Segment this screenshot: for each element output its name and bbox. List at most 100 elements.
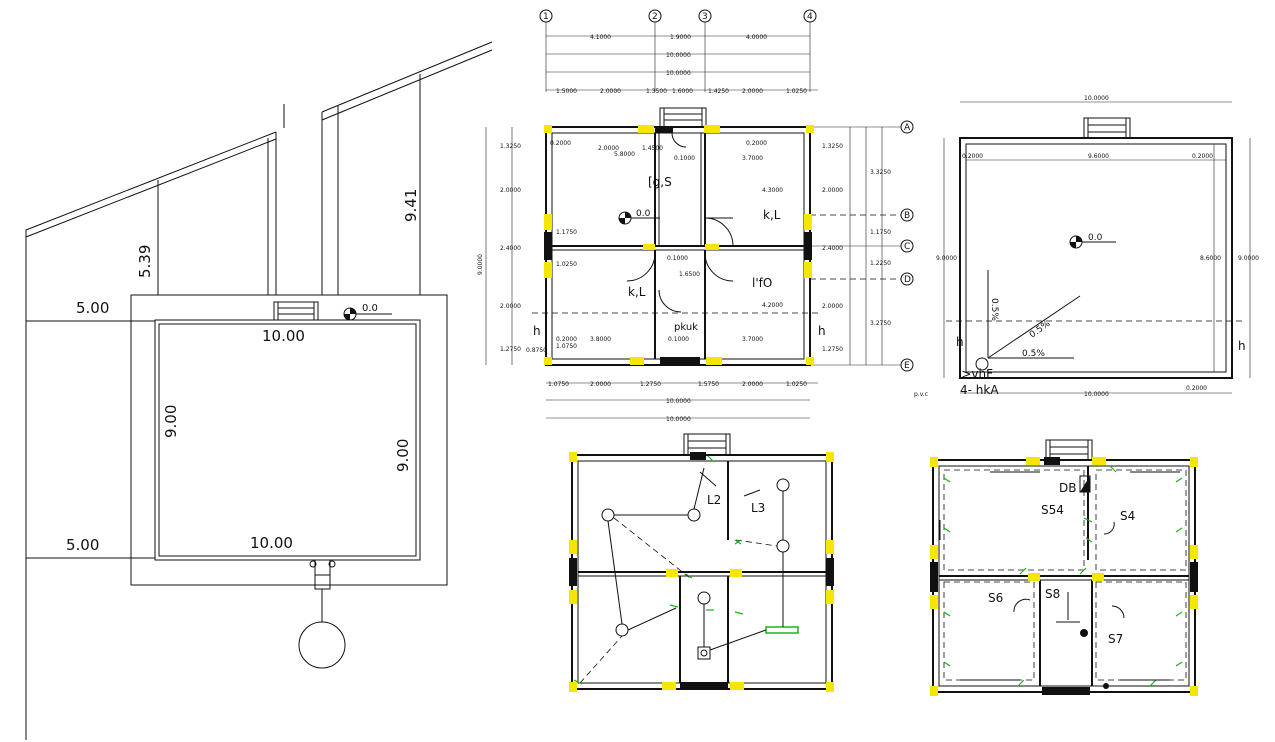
dim-top-3c: 1.3500	[646, 88, 667, 95]
floor-stairs	[659, 107, 707, 128]
door-swing-1	[704, 217, 734, 247]
building-footprint	[154, 319, 421, 561]
plot-outline	[130, 294, 448, 586]
power-label-s4: S4	[1120, 509, 1135, 523]
dim-top-1b: 1.9000	[670, 34, 691, 41]
power-points	[943, 465, 1183, 689]
dim-left-c: 2.4000	[500, 245, 521, 252]
room-label-bedroom-2: k,L	[628, 285, 646, 299]
dim-right2-a: 3.3250	[870, 169, 891, 176]
dim-inner-2: 2.0000	[598, 145, 619, 152]
roof-dim-left-height: 9.0000	[936, 255, 957, 262]
site-boundary-left-inner	[25, 138, 277, 238]
dim-bottom-total-2: 10.0000	[666, 416, 691, 423]
roof-slope-diagonal	[987, 295, 1081, 359]
grid-row-d: D	[904, 275, 911, 285]
dim-inner-12: 1.6500	[679, 271, 700, 278]
roof-label-1: l>vhF	[958, 367, 993, 381]
dim-inner-4: 5.8000	[614, 151, 635, 158]
roof-dim-right-offset: 0.2000	[1192, 153, 1213, 160]
grid-col-1: 1	[543, 12, 549, 22]
dim-top-total-1: 10.0000	[666, 52, 691, 59]
dim-inner-18: 0.8750	[526, 347, 547, 354]
room-label-bedroom-1: k,L	[763, 208, 781, 222]
dim-inner-11: 1.0250	[556, 261, 577, 268]
roof-stair-cover	[1083, 117, 1131, 139]
dim-inner-5: 0.1000	[674, 155, 695, 162]
dim-inner-3: 1.4500	[642, 145, 663, 152]
site-level-marker: 0.0	[343, 303, 392, 321]
roof-dim-bottom-offset: 0.2000	[1186, 385, 1207, 392]
grid-col-2: 2	[652, 12, 658, 22]
dim-inner-14: 3.8000	[590, 336, 611, 343]
power-wire-marks	[939, 471, 1180, 681]
site-boundary-right-inner	[321, 49, 493, 121]
dim-bottom-e: 2.0000	[742, 381, 763, 388]
roof-pipe-label: p.v.c	[914, 391, 928, 398]
power-label-s6: S6	[988, 591, 1003, 605]
grid-col-bubbles: 1 2 3 4	[539, 9, 817, 92]
grid-row-a: A	[904, 123, 911, 133]
floor-section-mark-left: h	[533, 324, 541, 338]
roof-level-marker: 0.0	[1069, 233, 1116, 249]
roof-drain-outlet	[975, 357, 989, 371]
dim-inner-15: 0.1000	[668, 336, 689, 343]
dim-left-a: 1.3250	[500, 143, 521, 150]
dim-left-e: 1.2750	[500, 346, 521, 353]
lighting-wiring	[579, 467, 784, 684]
site-plan: 0.0 5.00 5.00 10.00 10.00 9.00 9.00 5.39…	[25, 41, 493, 740]
lighting-plan: L2 L3	[569, 433, 834, 692]
room-label-hall: [g,S	[648, 175, 672, 189]
roof-slope-label-1: 0.5%	[989, 298, 999, 321]
dim-left-total: 9.0000	[477, 254, 484, 275]
roof-dim-inner-width: 9.6000	[1088, 153, 1109, 160]
dim-right-d: 2.0000	[822, 303, 843, 310]
roof-parapet	[959, 137, 1233, 379]
dim-inner-16: 3.7000	[742, 336, 763, 343]
site-building-height-left: 9.00	[162, 405, 180, 438]
site-boundary-left	[25, 131, 277, 740]
site-level-label: 0.0	[362, 303, 378, 314]
dim-right-e: 1.2750	[822, 346, 843, 353]
floor-level-marker: 0.0	[618, 209, 660, 225]
dim-inner-13: 4.2000	[762, 302, 783, 309]
floor-plan: 1 2 3 4 A B C D E 4.1000 1.9000 4.0000	[477, 9, 914, 423]
dim-right2-d: 3.2750	[870, 320, 891, 327]
roof-label-2: 4- hkA	[960, 383, 999, 397]
site-dim-bottom-left: 5.00	[66, 536, 99, 554]
roof-level-label: 0.0	[1088, 233, 1103, 243]
dim-inner-7: 0.2000	[746, 140, 767, 147]
grid-row-b: B	[904, 211, 910, 221]
roof-dim-inner-height: 8.6000	[1200, 255, 1221, 262]
roof-dim-left-offset: 0.2000	[962, 153, 983, 160]
dim-left-d: 2.0000	[500, 303, 521, 310]
roof-dim-right-height: 9.0000	[1238, 255, 1259, 262]
dim-bottom-b: 2.0000	[590, 381, 611, 388]
dim-bottom-a: 1.0750	[548, 381, 569, 388]
roof-slope-label-3: 0.5%	[1022, 349, 1045, 359]
dim-left-b: 2.0000	[500, 187, 521, 194]
roof-section-mark-right: h	[1238, 339, 1246, 353]
dim-right-c: 2.4000	[822, 245, 843, 252]
dim-inner-6: 3.7000	[742, 155, 763, 162]
dim-top-1a: 4.1000	[590, 34, 611, 41]
door-swing-entry	[671, 132, 687, 148]
light-label-l3: L3	[751, 501, 765, 515]
power-label-db: DB	[1059, 481, 1076, 495]
dim-right2-c: 1.2250	[870, 260, 891, 267]
dim-top-3f: 2.0000	[742, 88, 763, 95]
dim-right-a: 1.3250	[822, 143, 843, 150]
floor-columns	[544, 125, 814, 365]
grid-row-bubbles: A B C D E	[790, 120, 914, 372]
grid-col-4: 4	[807, 12, 813, 22]
septic-tank	[298, 560, 346, 669]
site-dim-top-left: 5.00	[76, 299, 109, 317]
dim-inner-19: 1.0750	[556, 343, 577, 350]
power-label-s54: S54	[1041, 503, 1064, 517]
dim-bottom-total-1: 10.0000	[666, 398, 691, 405]
roof-section-mark-left: h	[956, 335, 964, 349]
dim-bottom-c: 1.2750	[640, 381, 661, 388]
site-boundary-right	[321, 41, 493, 113]
site-building-height-right: 9.00	[394, 439, 412, 472]
